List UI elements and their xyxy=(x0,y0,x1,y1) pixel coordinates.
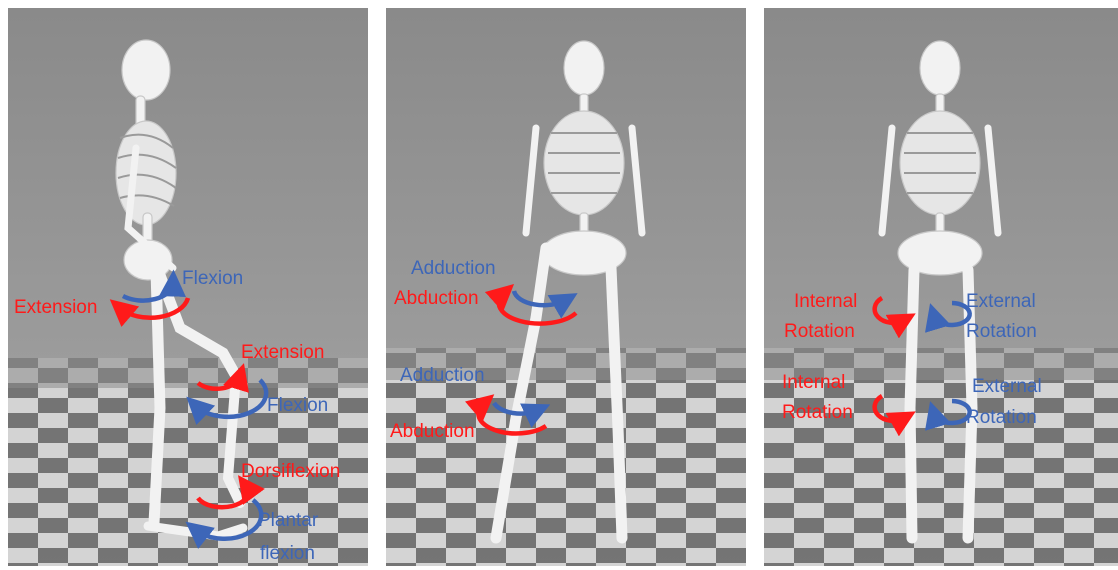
skull xyxy=(122,40,170,100)
rib-cage xyxy=(544,111,624,215)
label-knee-extension: Extension xyxy=(241,342,324,364)
hip-internal-rotation-arrow xyxy=(875,298,904,323)
label-hip-external-line2: Rotation xyxy=(966,321,1037,343)
label-knee-external-line1: External xyxy=(972,376,1042,398)
label-hip-internal-line1: Internal xyxy=(794,291,857,313)
left-leg xyxy=(910,270,914,538)
skeleton-front-scene-b xyxy=(386,8,746,566)
panel-sagittal-view: Flexion Extension Extension Flexion Dors… xyxy=(8,8,368,566)
skull xyxy=(920,41,960,95)
label-hip-internal-line2: Rotation xyxy=(784,321,855,343)
skull xyxy=(564,41,604,95)
label-hip-adduction: Adduction xyxy=(411,258,496,280)
standing-leg xyxy=(154,270,160,523)
skeleton-front-scene-c xyxy=(764,8,1118,566)
label-hip-flexion: Flexion xyxy=(182,268,243,290)
label-ankle-dorsiflexion: Dorsiflexion xyxy=(241,461,340,483)
panel-frontal-rotation-view: Internal Rotation External Rotation Inte… xyxy=(764,8,1118,566)
label-knee-internal-line2: Rotation xyxy=(782,402,853,424)
rib-cage xyxy=(900,111,980,215)
label-knee-flexion: Flexion xyxy=(267,395,328,417)
label-ankle-plantar-line1: Plantar xyxy=(258,510,318,532)
label-ankle-plantar-line2: flexion xyxy=(260,543,315,565)
label-hip-external-line1: External xyxy=(966,291,1036,313)
label-knee-internal-line1: Internal xyxy=(782,372,845,394)
label-hip-extension: Extension xyxy=(14,297,97,319)
label-knee-external-line2: Rotation xyxy=(966,407,1037,429)
label-knee-adduction: Adduction xyxy=(400,365,485,387)
label-knee-abduction: Abduction xyxy=(390,421,475,443)
panel-frontal-abduction-view: Adduction Abduction Adduction Abduction xyxy=(386,8,746,566)
label-hip-abduction: Abduction xyxy=(394,288,479,310)
